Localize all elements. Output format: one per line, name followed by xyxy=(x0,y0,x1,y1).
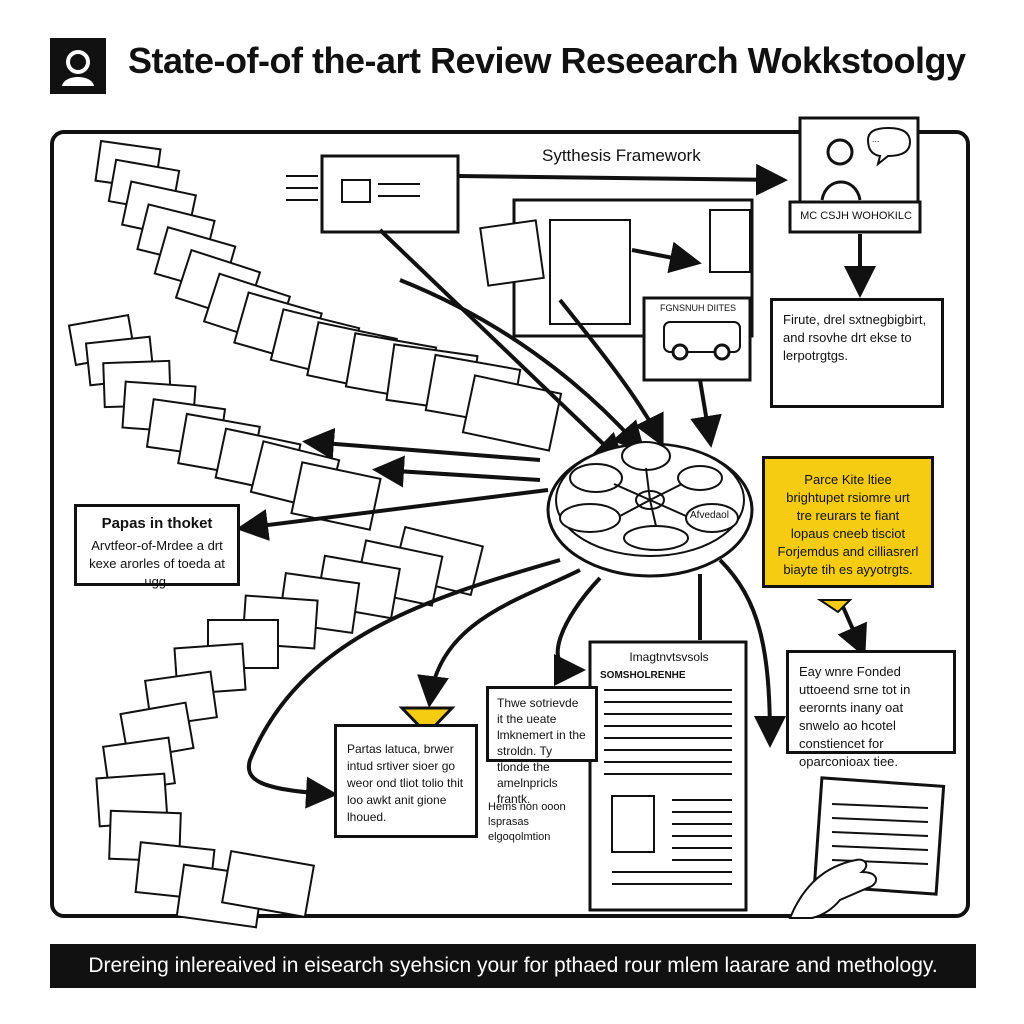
papers-box: Papas in thoket Arvtfeor-of-Mrdee a drt … xyxy=(74,504,240,589)
person-icon xyxy=(62,50,94,86)
lower-left-subtext: Hems non ooon lsprasas elgoqolmtion xyxy=(488,801,566,843)
monitor-caption: MC CSJH WOHOKILC xyxy=(800,210,912,222)
footer-banner: Drereing inlereaived in eisearch syehsic… xyxy=(50,944,976,988)
right-top-box: Firute, drel sxtnegbigbirt, and rsovhe d… xyxy=(770,298,944,408)
paper-stream-lower xyxy=(95,525,485,929)
hand-with-paper xyxy=(788,776,946,919)
vehicle-card-label: FGNSNUH DIITES xyxy=(659,303,736,313)
paper-stream-middle xyxy=(67,313,382,531)
papers-box-body: Arvtfeor-of-Mrdee a drt kexe arorles of … xyxy=(89,538,225,589)
input-card xyxy=(286,154,460,234)
right-mid-box-text: Eay wnre Fonded uttoeend srne tot in eer… xyxy=(799,664,911,769)
lower-left-box-text: Partas latuca, brwer intud srtiver sioer… xyxy=(347,742,464,824)
center-callout-box: Thwe sotrievde it the ueate lmknemert in… xyxy=(486,686,598,806)
monitor xyxy=(788,116,922,234)
page-title: State-of-of the-art Review Reseearch Wok… xyxy=(128,40,966,81)
lower-left-box: Partas latuca, brwer intud srtiver sioer… xyxy=(334,724,478,838)
right-top-box-text: Firute, drel sxtnegbigbirt, and rsovhe d… xyxy=(783,312,927,363)
yellow-note-text: Parce Kite ltiee brightupet rsiomre urt … xyxy=(777,472,919,577)
header-logo xyxy=(50,38,106,94)
yellow-pointer xyxy=(398,706,456,737)
monitor-bubble-text: ... xyxy=(872,134,880,144)
document-title: Imagtnvtsvsols xyxy=(629,650,709,664)
diagram-frame xyxy=(50,130,970,918)
right-mid-box: Eay wnre Fonded uttoeend srne tot in eer… xyxy=(786,650,956,769)
document-subtitle: SOMSHOLRENHE xyxy=(600,670,686,681)
report-document xyxy=(588,640,748,912)
papers-box-heading: Papas in thoket xyxy=(101,515,213,532)
synthesis-hub xyxy=(546,441,754,578)
hub-node-label: Afvedaol xyxy=(690,510,729,521)
synthesis-framework-label: Sytthesis Framework xyxy=(542,146,701,165)
vehicle-card xyxy=(642,296,752,382)
center-callout-text: Thwe sotrievde it the ueate lmknemert in… xyxy=(497,696,586,806)
yellow-note-box: Parce Kite ltiee brightupet rsiomre urt … xyxy=(762,456,934,588)
paper-stream-upper xyxy=(94,139,563,452)
